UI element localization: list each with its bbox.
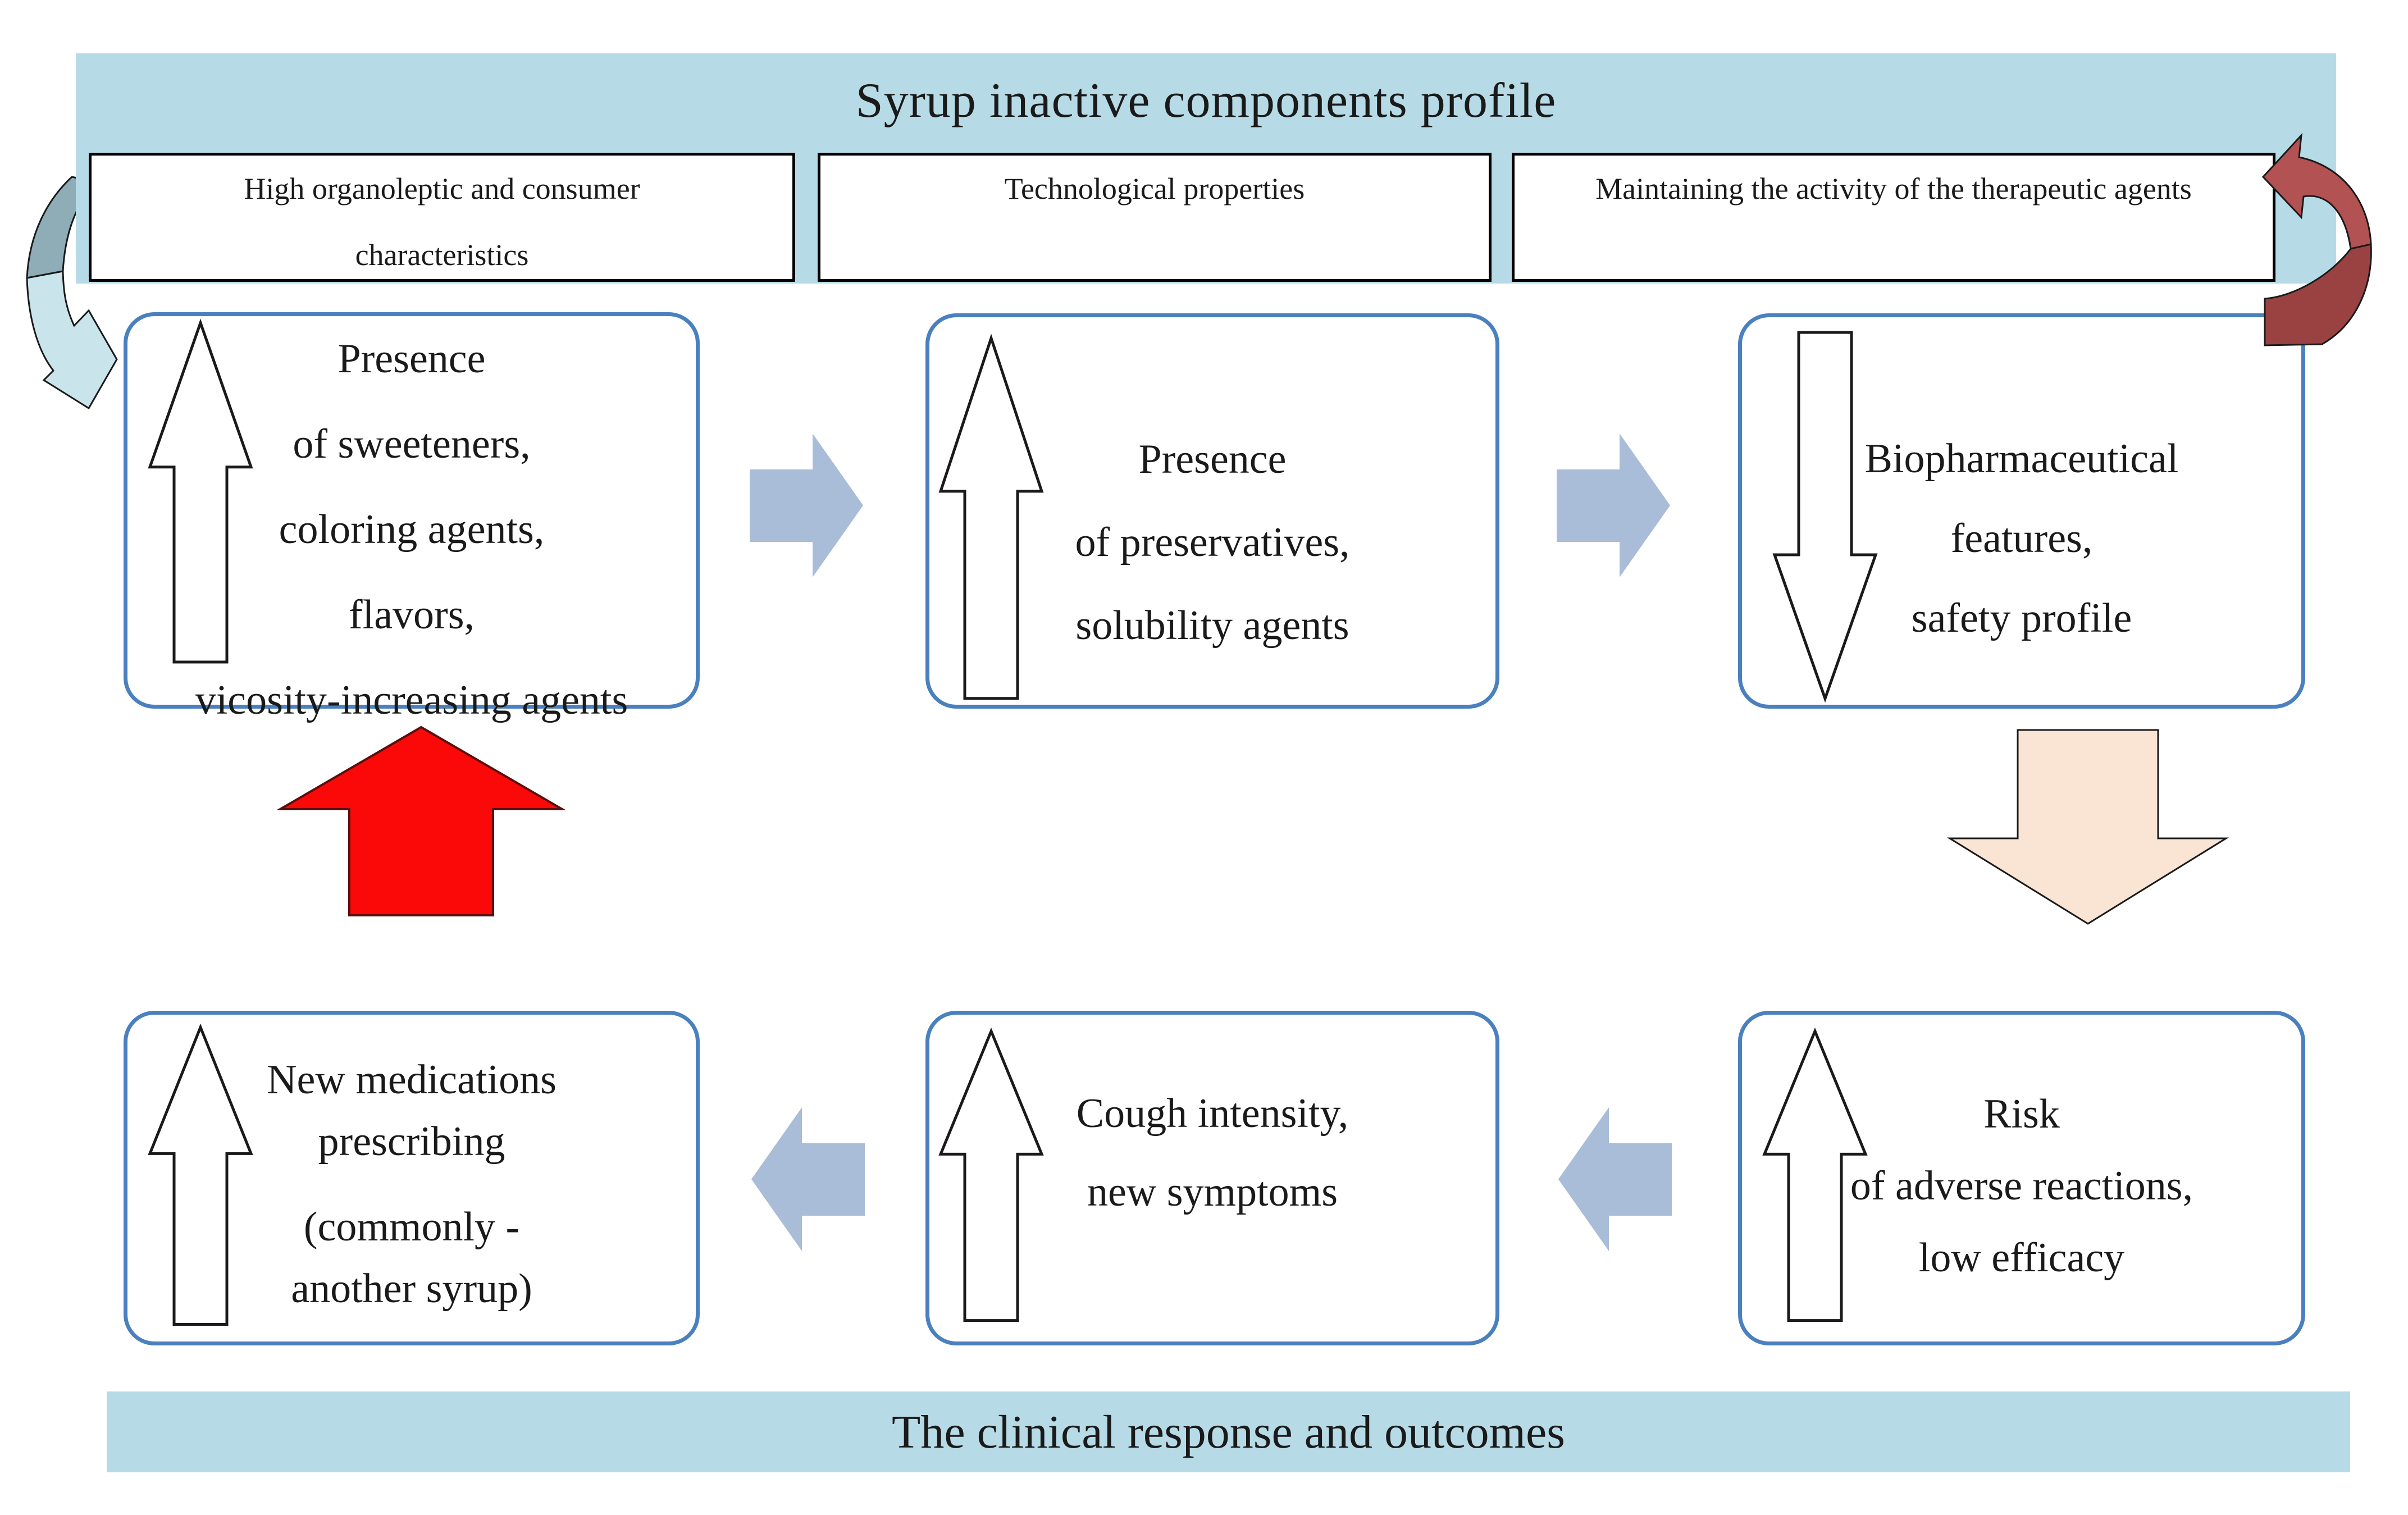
header-line: characteristics	[355, 238, 529, 272]
box-excipients-presence: Presence of sweeteners, coloring agents,…	[124, 312, 700, 723]
box-text-line: vicosity-increasing agents	[195, 677, 628, 723]
box-text-line: Cough intensity,	[1076, 1090, 1349, 1137]
cycle-arrow-right-icon	[2256, 132, 2380, 368]
box-text-line: (commonly -	[303, 1204, 520, 1250]
bottom-banner: The clinical response and outcomes	[107, 1391, 2350, 1472]
box-cough-intensity: Cough intensity, new symptoms	[925, 1011, 1499, 1345]
box-text-line: another syrup)	[291, 1266, 532, 1312]
header-box-organoleptic: High organoleptic and consumer character…	[89, 153, 795, 282]
top-banner-title: Syrup inactive components profile	[855, 74, 1557, 128]
flow-arrow-right-icon	[750, 433, 863, 577]
box-text-line: solubility agents	[1075, 603, 1349, 649]
box-adverse-risk: Risk of adverse reactions, low efficacy	[1738, 1011, 2305, 1345]
box-text-line: prescribing	[318, 1119, 505, 1165]
box-text-line: of sweeteners,	[293, 421, 531, 467]
header-box-technological: Technological properties	[818, 153, 1492, 282]
box-text-line: of adverse reactions,	[1850, 1163, 2193, 1209]
increase-arrow-icon	[935, 1029, 1047, 1322]
consequence-down-arrow-icon	[1946, 729, 2229, 925]
box-biopharmaceutical-features: Biopharmaceutical features, safety profi…	[1738, 313, 2305, 709]
header-line: High organoleptic and consumer	[244, 172, 640, 206]
header-line: Maintaining the activity of the therapeu…	[1595, 172, 2192, 206]
box-text-line: coloring agents,	[279, 506, 545, 553]
box-preservatives-presence: Presence of preservatives, solubility ag…	[925, 313, 1499, 709]
box-text-line: flavors,	[349, 592, 475, 638]
box-text-line: Biopharmaceutical	[1864, 436, 2179, 482]
flow-arrow-left-icon	[1558, 1107, 1672, 1251]
increase-arrow-icon	[144, 1025, 257, 1326]
box-text-line: Risk	[1983, 1091, 2060, 1137]
box-new-medications: New medications prescribing (commonly - …	[124, 1011, 700, 1345]
increase-arrow-icon	[935, 336, 1047, 701]
box-text-line: low efficacy	[1918, 1235, 2125, 1281]
flow-arrow-right-icon	[1557, 433, 1670, 577]
decrease-arrow-icon	[1769, 330, 1881, 701]
box-text-line: new symptoms	[1087, 1169, 1338, 1215]
box-text-line: of preservatives,	[1075, 519, 1350, 565]
increase-arrow-icon	[1759, 1029, 1871, 1322]
bottom-banner-title: The clinical response and outcomes	[892, 1406, 1565, 1458]
box-text-line: safety profile	[1911, 595, 2132, 641]
box-text-line: Presence	[1138, 436, 1287, 482]
box-text-line: Presence	[338, 336, 486, 382]
flow-arrow-left-icon	[751, 1107, 865, 1251]
feedback-up-arrow-icon	[276, 725, 567, 916]
box-text-line: features,	[1950, 515, 2093, 562]
increase-arrow-icon	[144, 321, 257, 664]
header-line: Technological properties	[1004, 172, 1305, 206]
header-box-maintaining: Maintaining the activity of the therapeu…	[1512, 153, 2275, 282]
box-text-line: New medications	[267, 1057, 557, 1103]
